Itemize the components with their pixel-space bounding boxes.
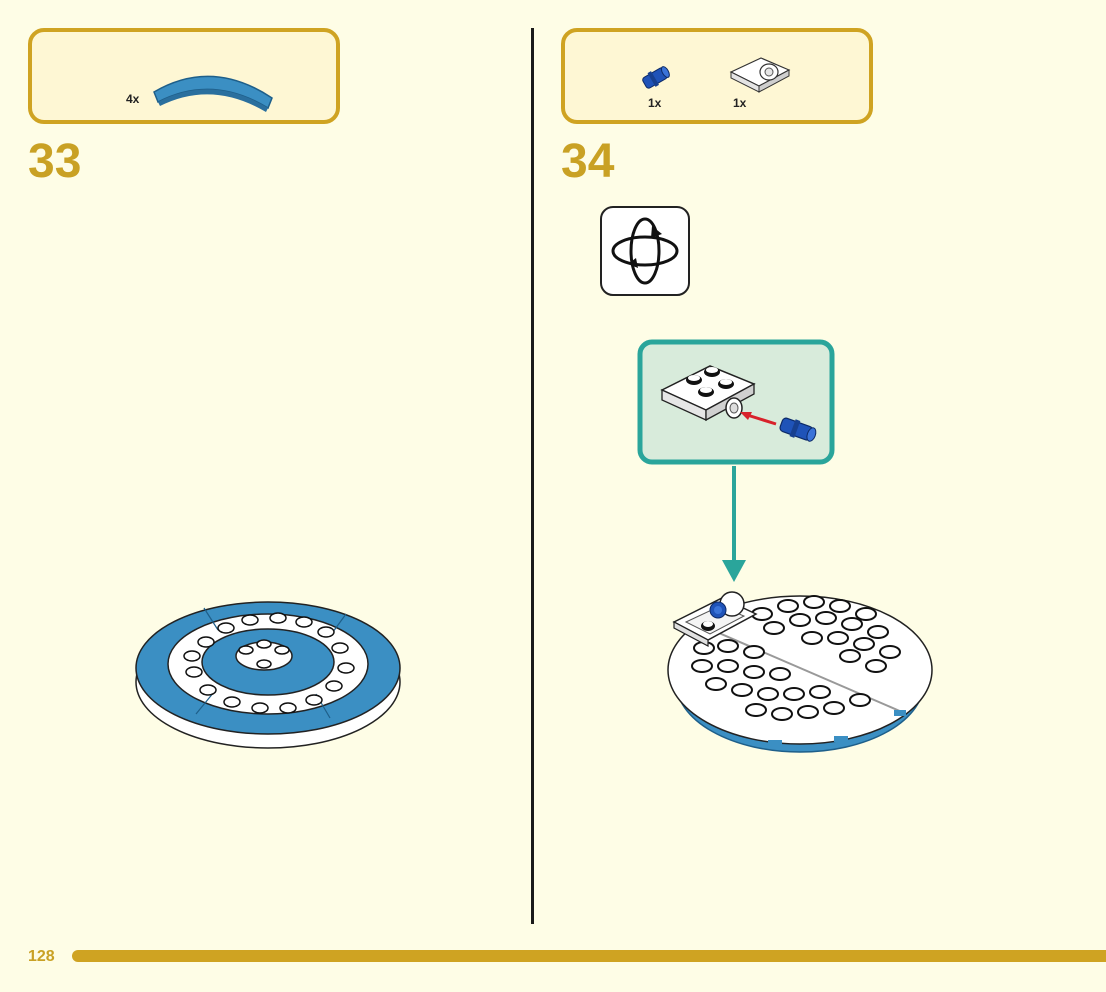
technic-pin-blue-icon bbox=[641, 58, 701, 98]
step-divider bbox=[531, 28, 534, 924]
plate-with-pin-hole-white-icon bbox=[725, 50, 795, 96]
rotate-model-icon bbox=[600, 206, 692, 298]
curved-tile-blue-icon bbox=[28, 28, 340, 124]
parts-box-step-34: 1x 1x bbox=[561, 28, 873, 124]
parts-box-step-33: 4x bbox=[28, 28, 340, 124]
step-number: 33 bbox=[28, 138, 81, 186]
round-plate-assembly-step-34 bbox=[664, 580, 954, 770]
part-qty: 4x bbox=[126, 92, 139, 106]
sub-assembly-callout bbox=[636, 338, 846, 598]
part-qty: 1x bbox=[733, 96, 746, 110]
page-bar bbox=[72, 950, 1106, 962]
part-qty: 1x bbox=[648, 96, 661, 110]
step-number: 34 bbox=[561, 138, 614, 186]
page-number: 128 bbox=[28, 948, 55, 966]
round-plate-assembly-step-33 bbox=[134, 590, 414, 760]
